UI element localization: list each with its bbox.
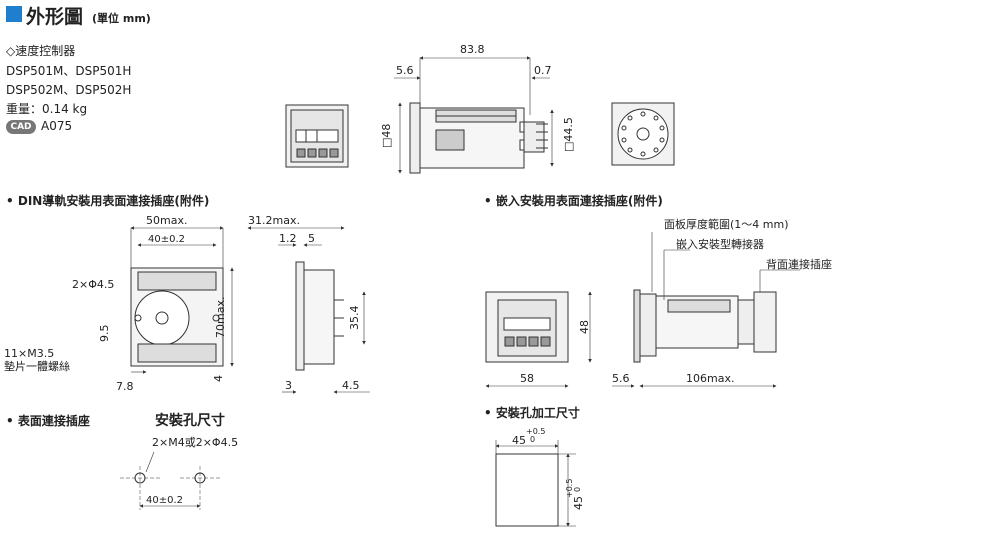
dim-5-side: 5 xyxy=(308,232,315,245)
controller-side-view xyxy=(394,56,554,174)
cad-code: A075 xyxy=(41,119,73,133)
dim-31-2max: 31.2max. xyxy=(248,214,300,227)
weight-label: 重量：0.14 kg xyxy=(6,102,88,116)
dim-44-5-square: □44.5 xyxy=(562,117,575,152)
controller-front-view xyxy=(285,104,349,168)
dim-9-5: 9.5 xyxy=(98,325,111,343)
cutout-height-tol-plus: +0.5 xyxy=(565,479,574,498)
flush-adapter-label: 嵌入安裝型轉接器 xyxy=(676,237,764,251)
dim-40-tol-surface: 40±0.2 xyxy=(146,495,183,506)
dim-48-square: □48 xyxy=(380,124,393,148)
cutout-width-tol-zero: 0 xyxy=(530,435,535,444)
dim-5-6-flush: 5.6 xyxy=(612,372,630,385)
dim-35-4: 35.4 xyxy=(348,306,361,331)
dim-48-flush: 48 xyxy=(578,320,591,334)
cutout-width: 45 xyxy=(512,434,526,447)
dim-11-m3-5: 11×M3.5 xyxy=(4,347,54,360)
cutout-section-title: • 安裝孔加工尺寸 xyxy=(484,406,580,420)
dim-0-7: 0.7 xyxy=(534,64,552,77)
dim-5-6-top: 5.6 xyxy=(396,64,414,77)
cutout-height-tol-zero: 0 xyxy=(573,487,582,492)
title-square xyxy=(6,6,22,22)
dim-2-phi-4-5: 2×Φ4.5 xyxy=(72,278,114,291)
page-title: 外形圖 xyxy=(26,6,84,28)
cutout-height: 45 xyxy=(572,496,585,510)
screw-note: 墊片一體螺絲 xyxy=(4,359,70,373)
din-socket-top-view xyxy=(130,226,234,374)
dim-106max: 106max. xyxy=(686,372,734,385)
dim-1-2: 1.2 xyxy=(279,232,297,245)
models-line-1: DSP501M、DSP501H xyxy=(6,64,132,78)
surface-hole-diagram xyxy=(120,451,220,510)
dim-4-5: 4.5 xyxy=(342,379,360,392)
cad-badge: CAD xyxy=(6,120,36,134)
dim-7-8: 7.8 xyxy=(116,380,134,393)
product-heading: ◇速度控制器 xyxy=(6,44,76,58)
flush-section-title: • 嵌入安裝用表面連接插座(附件) xyxy=(484,194,663,208)
panel-cutout-diagram xyxy=(495,440,576,527)
models-line-2: DSP502M、DSP502H xyxy=(6,83,132,97)
dim-70max: 70max. xyxy=(214,297,227,338)
dim-83-8: 83.8 xyxy=(460,43,485,56)
rear-socket-label: 背面連接插座 xyxy=(766,257,832,271)
holes-label: 2×M4或2×Φ4.5 xyxy=(152,436,238,449)
unit-label: (單位 mm) xyxy=(92,12,151,25)
dim-4: 4 xyxy=(212,375,225,382)
flush-mount-side-view xyxy=(612,232,800,388)
surface-section-title: • 表面連接插座 xyxy=(6,414,90,428)
controller-rear-view xyxy=(611,102,675,166)
flush-mount-front-view xyxy=(485,291,592,388)
dim-3: 3 xyxy=(285,379,292,392)
cutout-width-tol: +0.5 xyxy=(526,427,545,436)
dim-40-tol-din: 40±0.2 xyxy=(148,234,185,245)
panel-thickness-label: 面板厚度範圍(1～4 mm) xyxy=(664,217,789,231)
dim-58: 58 xyxy=(520,372,534,385)
din-section-title: • DIN導軌安裝用表面連接插座(附件) xyxy=(6,194,210,208)
dim-50max: 50max. xyxy=(146,214,187,227)
din-socket-side-view xyxy=(247,226,370,394)
hole-size-title: 安裝孔尺寸 xyxy=(155,413,225,429)
